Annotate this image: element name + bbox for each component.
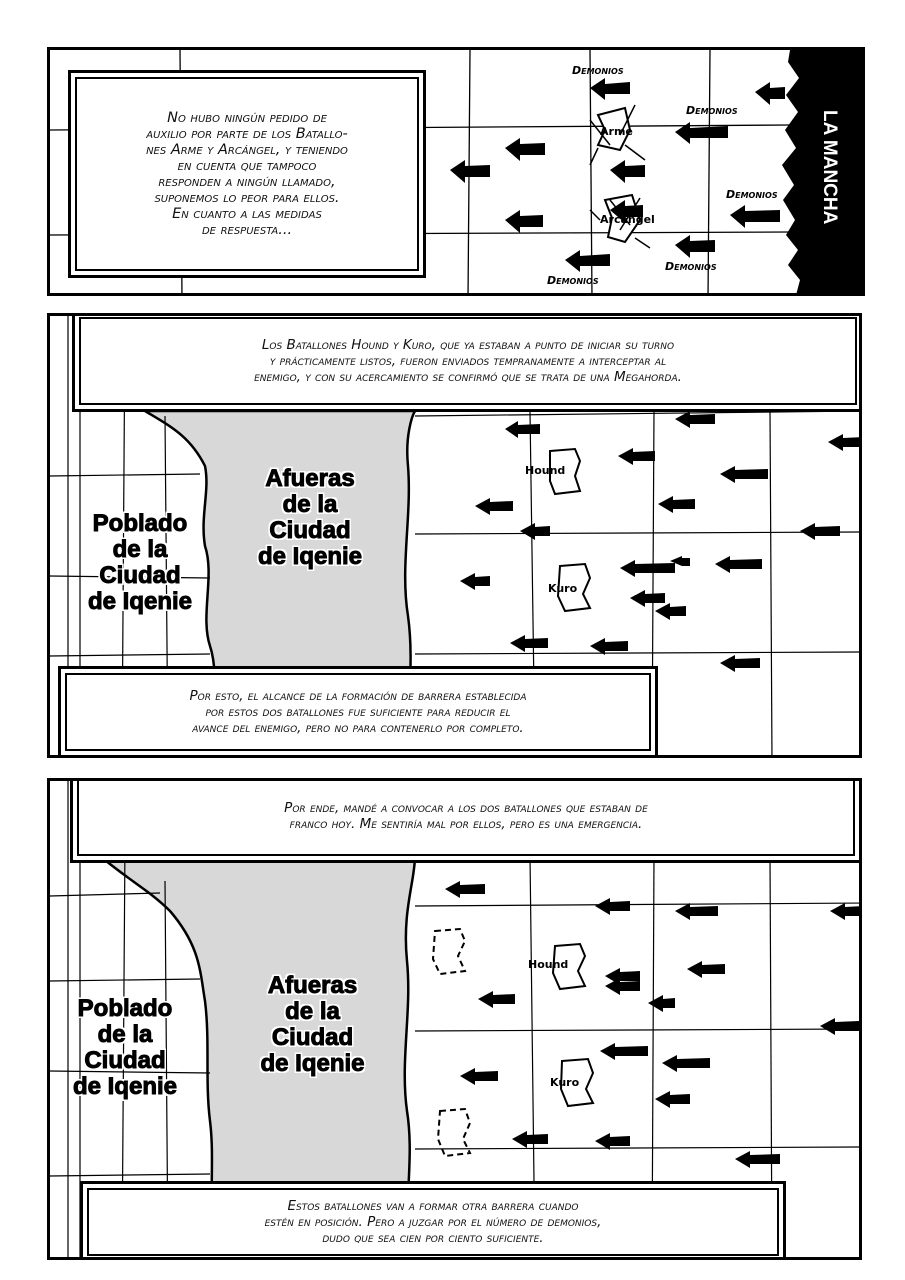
mancha-region: [782, 50, 862, 293]
panel-2-bottom-caption-text: Por esto, el alcance de la formación de …: [65, 673, 651, 751]
enemy-label: Demonios: [726, 188, 778, 201]
panel-1-map-grid: [50, 50, 862, 293]
panel-2-top-caption-text: Los Batallones Hound y Kuro, que ya esta…: [79, 317, 857, 405]
enemy-arrows: [450, 78, 785, 272]
enemy-label: Demonios: [547, 274, 599, 287]
panel-3-top-caption: Por ende, mandé a convocar a los dos bat…: [70, 781, 859, 863]
panel-3-map: [50, 781, 859, 1257]
panel-3-bottom-caption: Estos batallones van a formar otra barre…: [80, 1181, 786, 1257]
enemy-label: Demonios: [572, 64, 624, 77]
outskirts-label: Afueras de la Ciudad de Iqenie: [260, 972, 365, 1077]
enemy-label: Demonios: [686, 104, 738, 117]
enemy-arrows: [445, 881, 859, 1168]
enemy-arrows: [460, 411, 859, 672]
panel-3-bottom-caption-text: Estos batallones van a formar otra barre…: [87, 1188, 779, 1256]
panel-2-interception-map: Los Batallones Hound y Kuro, que ya esta…: [47, 313, 862, 758]
unit-label-kuro: Kuro: [548, 582, 578, 595]
unit-label-hound: Hound: [528, 958, 569, 971]
panel-1-mancha-map: No hubo ningún pedido de auxilio por par…: [47, 47, 865, 296]
town-label: Poblado de la Ciudad de Iqenie: [72, 995, 178, 1100]
enemy-label: Demonios: [665, 260, 717, 273]
panel-1-caption-text: No hubo ningún pedido de auxilio por par…: [75, 77, 419, 271]
la-mancha-label: LA MANCHA: [819, 110, 840, 225]
panel-2-top-caption: Los Batallones Hound y Kuro, que ya esta…: [72, 316, 859, 412]
panel-1-caption: No hubo ningún pedido de auxilio por par…: [68, 70, 426, 278]
panel-2-bottom-caption: Por esto, el alcance de la formación de …: [58, 666, 658, 755]
outskirts-label: Afueras de la Ciudad de Iqenie: [257, 465, 363, 570]
panel-3-top-caption-text: Por ende, mandé a convocar a los dos bat…: [77, 781, 855, 856]
unit-label-arme: Arme: [600, 125, 633, 138]
panel-3-reinforcement-map: Por ende, mandé a convocar a los dos bat…: [47, 778, 862, 1260]
unit-label-arcangel: Arcángel: [600, 213, 655, 226]
town-label: Poblado de la Ciudad de Iqenie: [87, 510, 193, 615]
unit-label-hound: Hound: [525, 464, 566, 477]
unit-label-kuro: Kuro: [550, 1076, 580, 1089]
